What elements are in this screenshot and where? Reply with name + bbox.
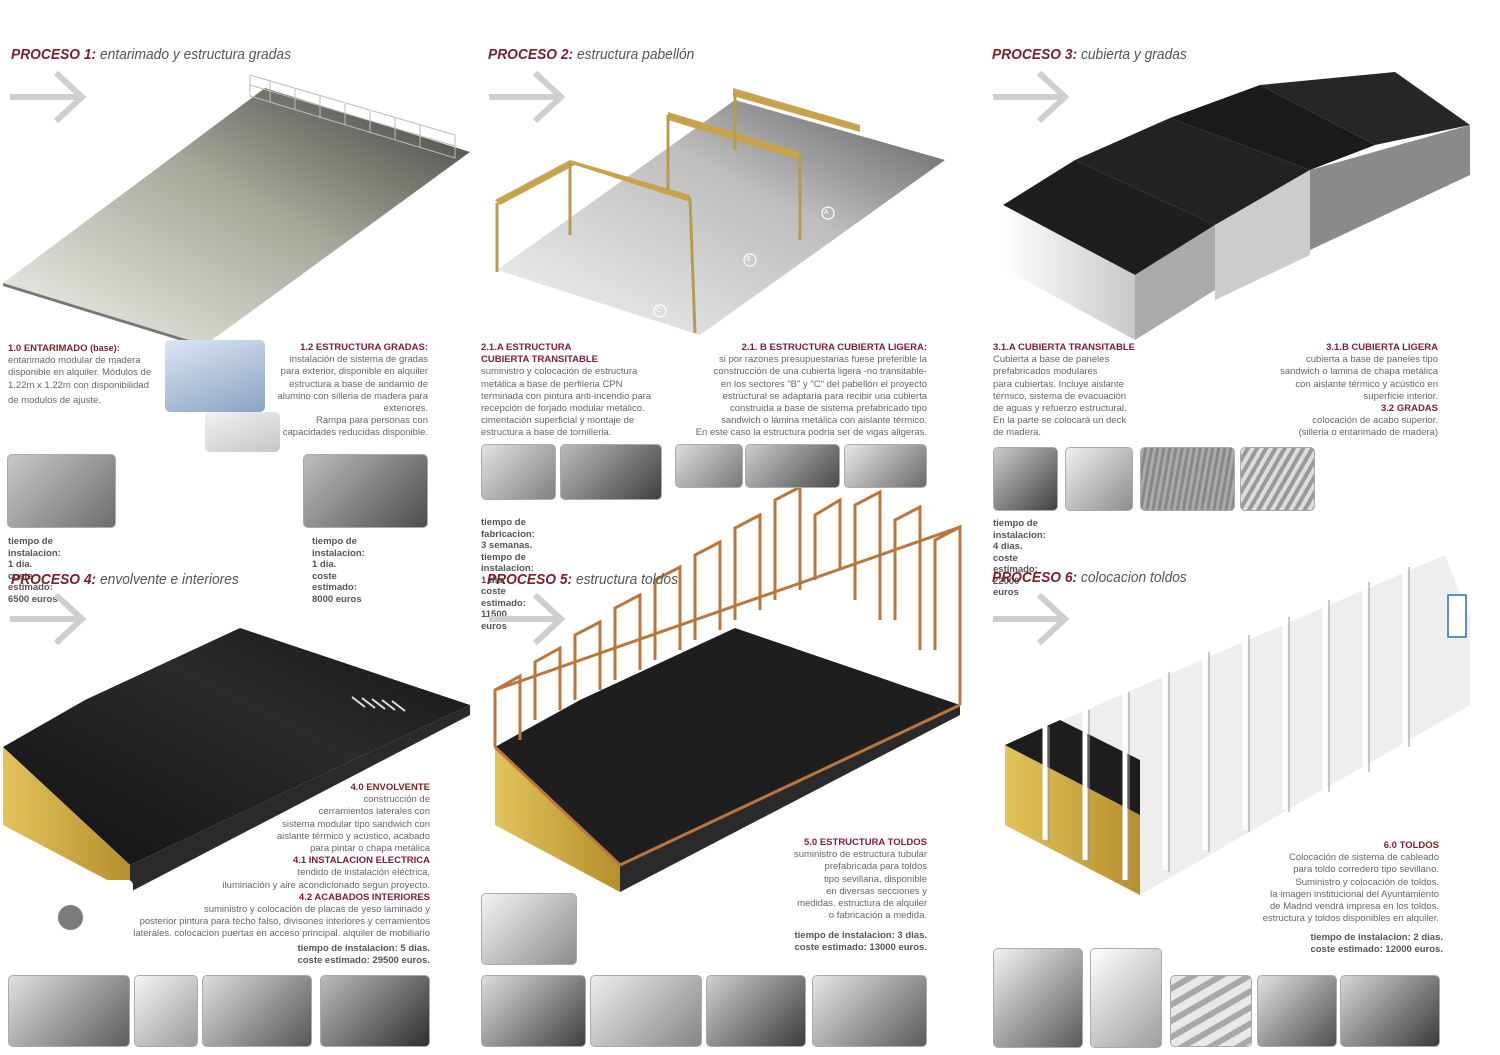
photo-interior (202, 975, 312, 1047)
photo-roof-structure (560, 444, 662, 500)
entarimado-text: 1.0 ENTARIMADO (base): entarimado modula… (8, 343, 152, 406)
awning-structure-5 (493, 484, 962, 892)
estructura-ligera-text: 2.1. B ESTRUCTURA CUBIERTA LIGERA: si po… (695, 342, 927, 439)
bleacher-frame-1 (249, 74, 456, 159)
sector-label-a: A (824, 209, 829, 216)
proceso-1-meta-b: tiempo de instalacion: 1 dia.coste estim… (312, 536, 365, 605)
arrow-right-icon (489, 592, 566, 646)
photo-panel-install (993, 447, 1058, 511)
photo-awning-street (1257, 975, 1337, 1047)
proceso-2-title: PROCESO 2: estructura pabellón (488, 46, 695, 63)
gradas-text: 1.2 ESTRUCTURA GRADAS: instalación de si… (277, 342, 429, 439)
roof-3 (1003, 72, 1470, 340)
photo-awning-folds (1170, 975, 1252, 1047)
proceso-6-meta: tiempo de instalacion: 2 dias.coste esti… (1310, 932, 1443, 955)
photo-platform (7, 454, 116, 528)
sector-label-b: B (746, 256, 751, 263)
arrow-right-icon (993, 592, 1070, 646)
cubierta-transitable-text: 3.1.A CUBIERTA TRANSITABLE Cubierta a ba… (993, 342, 1135, 439)
photo-tent-a (481, 975, 586, 1047)
proceso-1-title: PROCESO 1: entarimado y estructura grada… (11, 46, 291, 63)
photo-tubular (481, 893, 577, 965)
bleacher-render (165, 340, 265, 412)
photo-cpn-profiles (481, 444, 556, 500)
photo-truss-a (675, 444, 743, 488)
sector-label-c: C (656, 307, 662, 314)
photo-facade (320, 975, 430, 1047)
arrow-right-icon (10, 70, 87, 124)
proceso-5-meta: tiempo de instalacion: 3 dias.coste esti… (794, 930, 927, 953)
photo-module (8, 975, 130, 1047)
photo-truss-c (844, 444, 927, 488)
arrow-right-icon (993, 70, 1070, 124)
photo-awning-canopy (1340, 975, 1440, 1047)
proceso-1-meta-a: tiempo de instalacion: 1 dia.coste estim… (8, 536, 61, 605)
photo-panel-stack (1065, 447, 1133, 511)
proceso-6-title: PROCESO 6: colocacion toldos (992, 569, 1187, 586)
proceso-3-title: PROCESO 3: cubierta y gradas (992, 46, 1187, 63)
photo-tent-c (706, 975, 806, 1047)
proceso-4-meta: tiempo de instalacion: 5 dias.coste esti… (297, 943, 430, 966)
photo-truss-b (745, 444, 840, 488)
ramp-render (205, 412, 280, 452)
photo-installer (1090, 948, 1162, 1048)
proceso-4-title: PROCESO 4: envolvente e interiores (11, 571, 239, 588)
arrow-right-icon (489, 70, 566, 124)
photo-sheet-metal (1140, 447, 1235, 511)
madrid-logo (1447, 594, 1467, 638)
arrow-right-icon (10, 592, 87, 646)
cubierta-ligera-text: 3.1.B CUBIERTA LIGERA cubierta a base de… (1280, 342, 1438, 439)
photo-sandwich-panel (1240, 447, 1315, 511)
proceso-3-meta: tiempo de instalacion: 4 dias.coste esti… (993, 518, 1046, 598)
toldos-text: 6.0 TOLDOS Colocación de sistema de cabl… (1262, 840, 1439, 925)
photo-tent-d (812, 975, 927, 1047)
photo-tent-b (590, 975, 702, 1047)
proceso-2-meta: tiempo de fabricacion: 3 semanas.tiempo … (481, 517, 535, 632)
photo-bleachers (303, 454, 428, 528)
photo-street-awnings (993, 948, 1083, 1048)
panel-samples (8, 880, 133, 955)
photo-wall-detail (134, 975, 198, 1047)
proceso-5-title: PROCESO 5: estructura toldos (487, 571, 678, 588)
estructura-toldos-text: 5.0 ESTRUCTURA TOLDOS suministro de estr… (793, 837, 927, 922)
